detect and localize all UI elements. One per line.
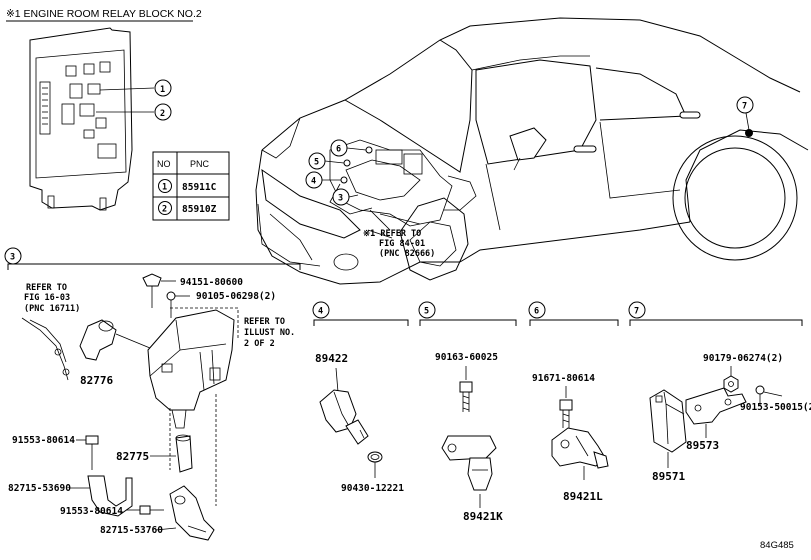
svg-text:5: 5	[424, 307, 429, 317]
sensor-82775-housing	[147, 309, 235, 411]
part-91553-upper-label: 91553-80614	[12, 435, 75, 446]
section-4: 4 89422 90430-12221	[312, 301, 409, 494]
part-82715-53760-label: 82715-53760	[100, 525, 163, 536]
part-82776-label: 82776	[80, 374, 113, 387]
part-90163-label: 90163-60025	[435, 352, 498, 363]
sensor-89421K	[441, 435, 497, 461]
car-illustration: 6 5 4 3 7 ※1 REFER TO FIG 84-01 (PNC 826…	[255, 17, 809, 285]
table-row-pnc: 85911C	[182, 182, 217, 193]
seal-ring-90430	[367, 451, 383, 463]
car-note-line2: FIG 84-01	[379, 239, 425, 249]
svg-text:4: 4	[318, 307, 323, 317]
table-header-pnc: PNC	[190, 159, 210, 169]
part-90430-label: 90430-12221	[341, 483, 404, 494]
svg-text:3: 3	[338, 194, 343, 204]
section-6: 6 91671-80614 89421L	[528, 301, 619, 503]
table-row-pnc: 85910Z	[182, 204, 217, 215]
part-89422-label: 89422	[315, 352, 348, 365]
section-6-callout-icon	[528, 301, 546, 319]
part-91671-label: 91671-80614	[532, 373, 595, 384]
part-90153-label: 90153-50015(2)	[740, 402, 811, 413]
part-90105-label: 90105-06298(2)	[196, 291, 276, 302]
svg-text:1: 1	[160, 85, 165, 95]
refer-illust-line2: ILLUST NO.	[244, 328, 295, 338]
section-5: 5 90163-60025 89421K	[418, 301, 517, 523]
refer-fig-line2: FIG 16-03	[24, 293, 70, 303]
part-82775-label: 82775	[116, 450, 149, 463]
svg-text:2: 2	[160, 109, 165, 119]
relay-block-title: ※1 ENGINE ROOM RELAY BLOCK NO.2	[6, 8, 202, 20]
part-89421K-label: 89421K	[463, 510, 503, 523]
refer-illust-line3: 2 OF 2	[244, 339, 275, 349]
section-7-callout-icon	[628, 301, 646, 319]
part-89421L-label: 89421L	[563, 490, 603, 503]
svg-text:7: 7	[634, 307, 639, 317]
diagram-code: 84G485	[760, 540, 794, 551]
section-3: 3 REFER TO FIG 16-03 (PNC 16711) 82776	[4, 247, 301, 541]
svg-text:4: 4	[311, 177, 316, 187]
section-7: 7 90179-06274(2) 90153-50015(2) 89573 89…	[628, 301, 811, 483]
refer-fig-line3: (PNC 16711)	[24, 304, 80, 314]
relay-block-section: ※1 ENGINE ROOM RELAY BLOCK NO.2 1 2	[6, 8, 230, 221]
table-header-no: NO	[157, 159, 171, 169]
car-callout-7-icon	[736, 96, 754, 114]
table-row-no: 1	[162, 183, 167, 193]
callout-2-icon	[154, 103, 172, 121]
bracket-89573	[685, 387, 747, 425]
part-82715-53690-label: 82715-53690	[8, 483, 71, 494]
refer-fig-line1: REFER TO	[26, 283, 67, 293]
svg-text:5: 5	[314, 158, 319, 168]
part-89571-label: 89571	[652, 470, 685, 483]
module-89571	[649, 389, 687, 453]
part-89573-label: 89573	[686, 439, 719, 452]
part-91553-lower-label: 91553-80614	[60, 506, 123, 517]
callout-1-icon	[154, 79, 172, 97]
pnc-table: NO PNC 1 85911C 2 85910Z	[152, 151, 230, 221]
part-90179-label: 90179-06274(2)	[703, 353, 783, 364]
relay-block-housing	[29, 27, 133, 211]
section-5-callout-icon	[418, 301, 436, 319]
table-row-no: 2	[162, 205, 167, 215]
svg-text:6: 6	[336, 145, 341, 155]
car-note-line3: (PNC 82666)	[379, 249, 435, 259]
section-4-callout-icon	[312, 301, 330, 319]
part-94151-label: 94151-80600	[180, 277, 243, 288]
svg-text:6: 6	[534, 307, 539, 317]
svg-text:7: 7	[742, 102, 747, 112]
svg-text:3: 3	[10, 253, 15, 263]
car-note-line1: ※1 REFER TO	[363, 229, 421, 239]
sensor-89422	[319, 389, 357, 433]
refer-illust-line1: REFER TO	[244, 317, 285, 327]
